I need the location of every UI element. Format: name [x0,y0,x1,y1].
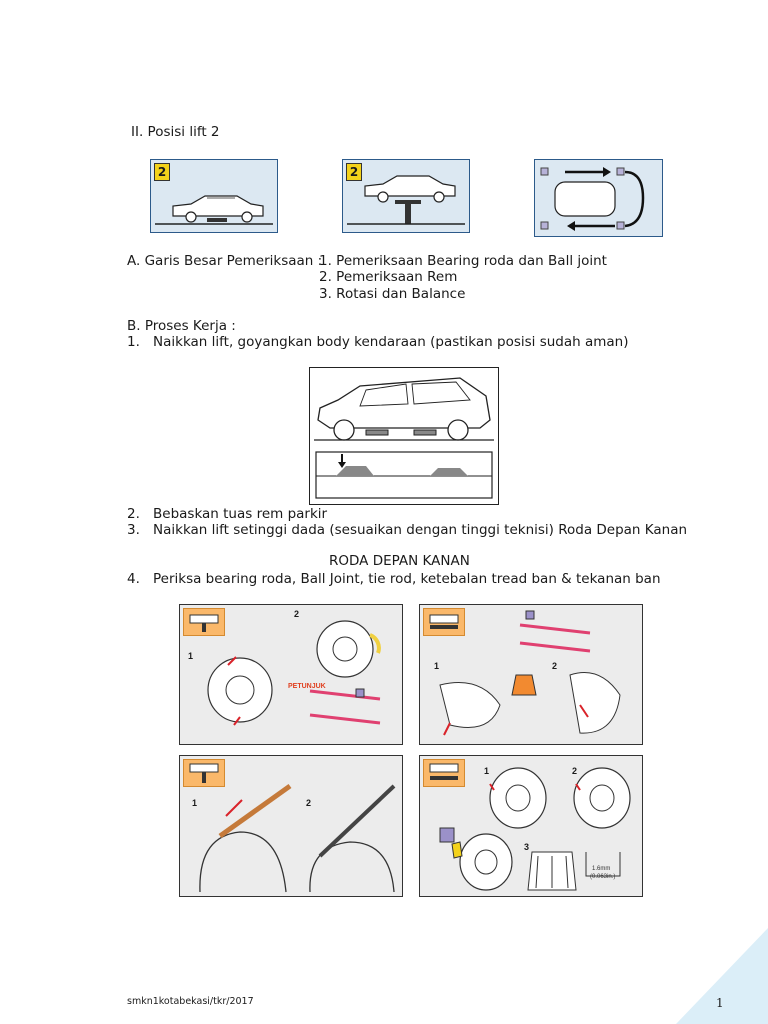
step-label: 2 [552,661,558,671]
step-label: 1 [188,651,194,661]
car-lift-check-figure [309,367,499,505]
lift-car-icon [189,614,219,632]
lift-figure-1: 2 [150,159,278,233]
inspection-panel-balljoint: 1 2 [419,604,643,745]
step-label: 1 [192,798,198,808]
section-heading: II. Posisi lift 2 [131,124,220,140]
step-text: Naikkan lift setinggi dada (sesuaikan de… [153,522,688,538]
car-lift-low-icon [155,195,273,225]
step-label: 1 [484,766,490,776]
lift-badge: 2 [154,163,170,181]
step-label: 3 [524,842,530,852]
step-label: 2 [306,798,312,808]
lift-mini-icon [423,608,465,636]
step-number: 3. [127,522,140,538]
tread-measure: 1.6mm [592,866,611,872]
inspection-panel-tierod: 1 2 [179,755,403,897]
lift-car-icon [429,614,459,629]
car-side-icon [314,377,494,499]
section-a-item: 1. Pemeriksaan Bearing roda dan Ball joi… [319,253,607,269]
wheel-shake-icon [207,620,381,726]
step-label: 2 [294,609,300,619]
rotation-diagram-icon [540,167,645,231]
roda-section-title: RODA DEPAN KANAN [329,553,470,569]
step-text: Periksa bearing roda, Ball Joint, tie ro… [153,571,661,587]
step-number: 2. [127,506,140,522]
lift-mini-icon [423,759,465,787]
tierod-check-icon [199,783,396,893]
step-text: Bebaskan tuas rem parkir [153,506,328,522]
lift-car-icon [429,763,459,780]
lift-badge: 2 [346,163,362,181]
car-lift-raised-icon [347,175,465,225]
footer-text: smkn1kotabekasi/tkr/2017 [127,996,254,1007]
tread-measure-sub: (0.063in.) [590,874,616,880]
lift-mini-icon [183,759,225,787]
lift-mini-icon [183,608,225,636]
hint-label: PETUNJUK [288,683,326,690]
section-a-item: 2. Pemeriksaan Rem [319,269,458,285]
lift-car-icon [189,763,219,783]
lift-figure-2: 2 [342,159,470,233]
balljoint-check-icon [439,610,621,736]
tire-rotation-figure [534,159,663,237]
tire-check-icon [439,767,631,891]
section-a-label: A. Garis Besar Pemeriksaan : [127,253,323,269]
step-label: 1 [434,661,440,671]
step-text: Naikkan lift, goyangkan body kendaraan (… [153,334,629,350]
section-b-label: B. Proses Kerja : [127,318,236,334]
step-number: 4. [127,571,140,587]
step-label: 2 [572,766,578,776]
corner-decoration [676,928,768,1024]
section-a-item: 3. Rotasi dan Balance [319,286,466,302]
step-number: 1. [127,334,140,350]
inspection-panel-tire: 1 2 3 1.6mm (0.063in.) [419,755,643,897]
inspection-panel-bearing: 1 2 PETUNJUK [179,604,403,745]
page-number: 1 [716,996,724,1010]
